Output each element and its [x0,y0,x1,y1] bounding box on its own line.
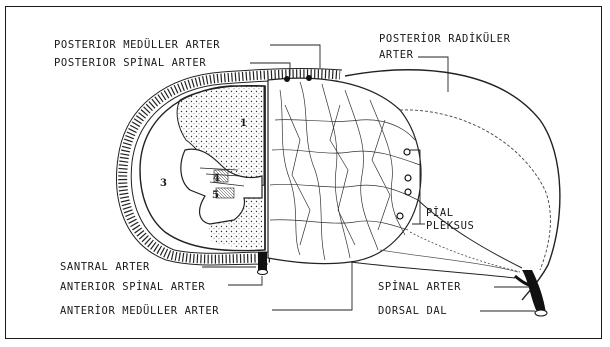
label-dorsal-dal: DORSAL DAL [378,305,447,317]
label-anterior-spinal-arter: ANTERIOR SPİNAL ARTER [60,280,205,293]
label-posterior-radikuler-arter-line1: POSTERİOR RADİKÜLER [379,32,511,45]
label-pial-line2: PLEKSUS [426,220,474,232]
region-number-5: 5 [212,190,219,201]
label-spinal-arter: SPİNAL ARTER [378,280,461,293]
label-anterior-meduller-arter: ANTERİOR MEDÜLLER ARTER [60,304,219,317]
dorsal-branch-root [522,270,546,314]
label-santral-arter: SANTRAL ARTER [60,261,150,273]
region-number-3: 3 [160,178,167,189]
label-pial-line1: PİAL [426,206,454,219]
region-number-1: 1 [240,118,247,129]
label-posterior-meduller-arter: POSTERIOR MEDÜLLER ARTER [54,38,220,51]
label-posterior-spinal-arter: POSTERIOR SPİNAL ARTER [54,56,206,69]
region-number-4: 4 [213,173,220,184]
label-posterior-radikuler-arter-line2: ARTER [379,49,414,61]
cord-right-surface [268,78,421,264]
